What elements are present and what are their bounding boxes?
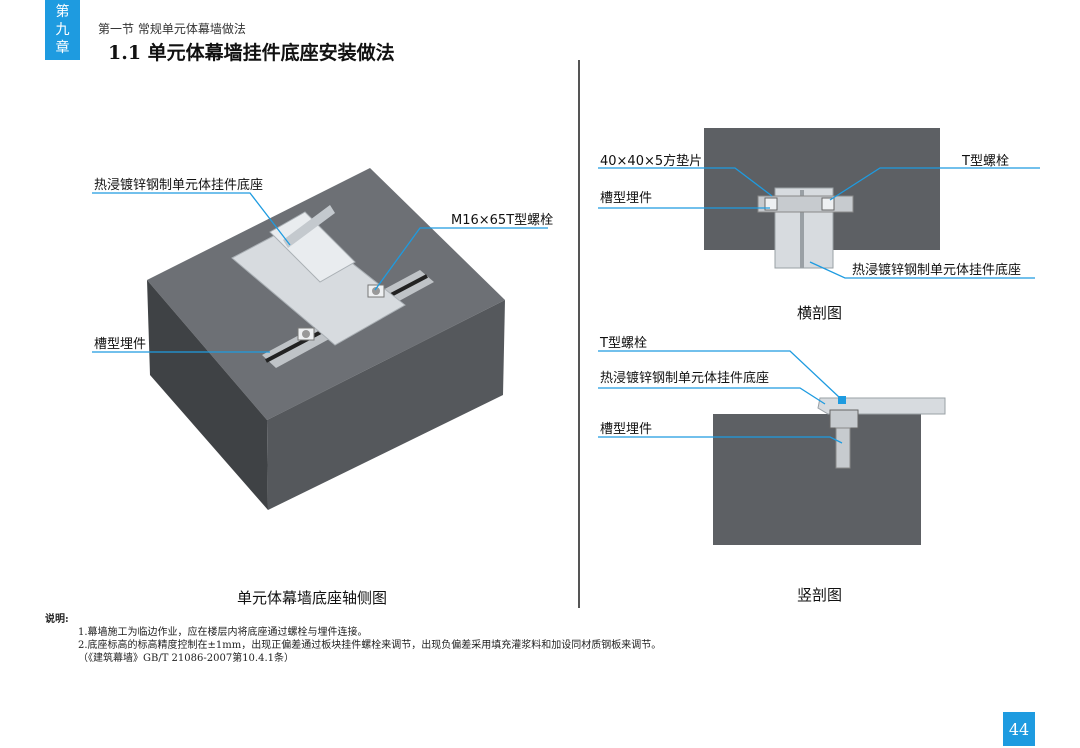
chapter-tab: 第 九 章 bbox=[45, 0, 80, 60]
vs-label-channel: 槽型埋件 bbox=[600, 422, 653, 437]
vs-label-base: 热浸镀锌钢制单元体挂件底座 bbox=[600, 371, 770, 386]
chapter-char-1: 第 bbox=[55, 4, 70, 20]
notes-heading: 说明: bbox=[45, 614, 69, 625]
cs-washer-left bbox=[764, 197, 778, 211]
vs-leader-base bbox=[598, 387, 826, 405]
iso-label-bolt: M16×65T型螺栓 bbox=[451, 213, 554, 228]
vs-concrete bbox=[713, 414, 921, 545]
iso-bolts bbox=[297, 284, 385, 341]
cs-washer-right bbox=[821, 197, 835, 211]
iso-base-plate bbox=[231, 205, 406, 346]
cs-leader-washer bbox=[598, 167, 773, 197]
vs-channel-head bbox=[829, 409, 859, 429]
cs-label-base: 热浸镀锌钢制单元体挂件底座 bbox=[852, 263, 1022, 278]
cs-base-web bbox=[800, 190, 804, 268]
vs-caption: 竖剖图 bbox=[797, 586, 843, 604]
iso-leader-base bbox=[92, 192, 291, 246]
vs-leaders bbox=[598, 350, 843, 444]
iso-caption: 单元体幕墙底座轴侧图 bbox=[237, 589, 388, 607]
iso-label-base: 热浸镀锌钢制单元体挂件底座 bbox=[94, 178, 264, 193]
cs-leaders bbox=[598, 167, 1040, 279]
vs-channel-anchor bbox=[835, 427, 851, 469]
iso-leader-bolt bbox=[374, 227, 548, 291]
vertical-section-drawing bbox=[713, 396, 946, 545]
iso-block-front bbox=[267, 300, 505, 510]
note-line-2: 2.底座标高的标高精度控制在±1mm，出现正偏差通过板块挂件螺栓来调节，出现负偏… bbox=[78, 640, 662, 651]
vs-label-bolt: T型螺栓 bbox=[600, 336, 647, 351]
cs-caption: 横剖图 bbox=[797, 304, 843, 322]
cs-label-washer: 40×40×5方垫片 bbox=[600, 154, 703, 169]
iso-bolt-2-head bbox=[372, 287, 380, 295]
cross-section-drawing bbox=[704, 128, 940, 269]
cs-label-bolt: T型螺栓 bbox=[962, 154, 1009, 169]
vs-leader-bolt bbox=[598, 350, 841, 399]
page-number: 44 bbox=[1003, 712, 1035, 746]
notes-block: 说明: 1.幕墙施工为临边作业，应在楼层内将底座通过螺栓与埋件连接。 2.底座标… bbox=[45, 613, 661, 665]
vs-leader-channel bbox=[598, 436, 843, 444]
iso-fin bbox=[269, 211, 356, 283]
iso-leaders bbox=[92, 192, 548, 353]
center-divider bbox=[578, 60, 580, 608]
vs-bolt bbox=[838, 396, 846, 404]
iso-fin-top bbox=[283, 205, 335, 248]
iso-bolt-1-head bbox=[302, 330, 310, 338]
section-label: 第一节 常规单元体幕墙做法 bbox=[98, 22, 246, 36]
page-title: 1.1 单元体幕墙挂件底座安装做法 bbox=[108, 42, 395, 64]
cs-label-channel: 槽型埋件 bbox=[600, 191, 653, 206]
chapter-char-2: 九 bbox=[55, 22, 70, 38]
iso-block-left bbox=[147, 280, 268, 510]
iso-label-channel: 槽型埋件 bbox=[94, 337, 147, 352]
note-line-3: （《建筑幕墙》GB/T 21086-2007第10.4.1条） bbox=[78, 653, 295, 664]
cs-leader-base bbox=[809, 261, 1035, 279]
cs-leader-bolt bbox=[829, 167, 1040, 201]
chapter-char-3: 章 bbox=[55, 40, 70, 56]
note-line-1: 1.幕墙施工为临边作业，应在楼层内将底座通过螺栓与埋件连接。 bbox=[78, 627, 368, 638]
